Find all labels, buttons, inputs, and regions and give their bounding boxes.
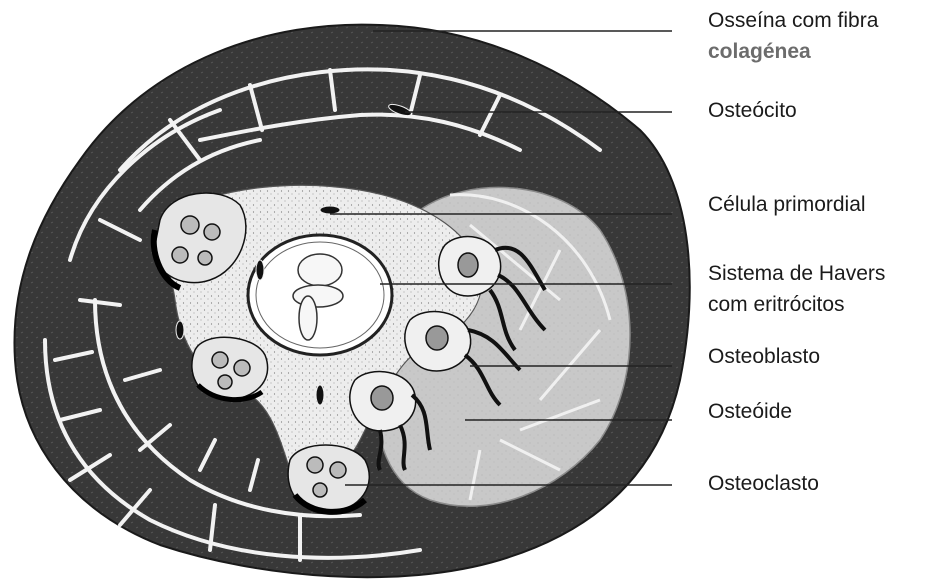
label-osteocito: Osteócito: [708, 98, 797, 124]
erythrocyte: [298, 254, 342, 286]
osteoclast: [288, 445, 369, 512]
erythrocyte: [299, 296, 317, 340]
label-osseina-colagenea: colagénea: [708, 39, 811, 65]
label-sistema-havers: Sistema de Havers: [708, 261, 885, 287]
label-osteoclasto: Osteoclasto: [708, 471, 819, 497]
label-celula-primordial: Célula primordial: [708, 192, 866, 218]
label-osteoblasto: Osteoblasto: [708, 344, 820, 370]
label-sistema-havers-eritrocitos: com eritrócitos: [708, 292, 845, 318]
label-osteoide: Osteóide: [708, 399, 792, 425]
osteoclast: [192, 337, 268, 400]
label-osseina: Osseína com fibra: [708, 8, 878, 34]
